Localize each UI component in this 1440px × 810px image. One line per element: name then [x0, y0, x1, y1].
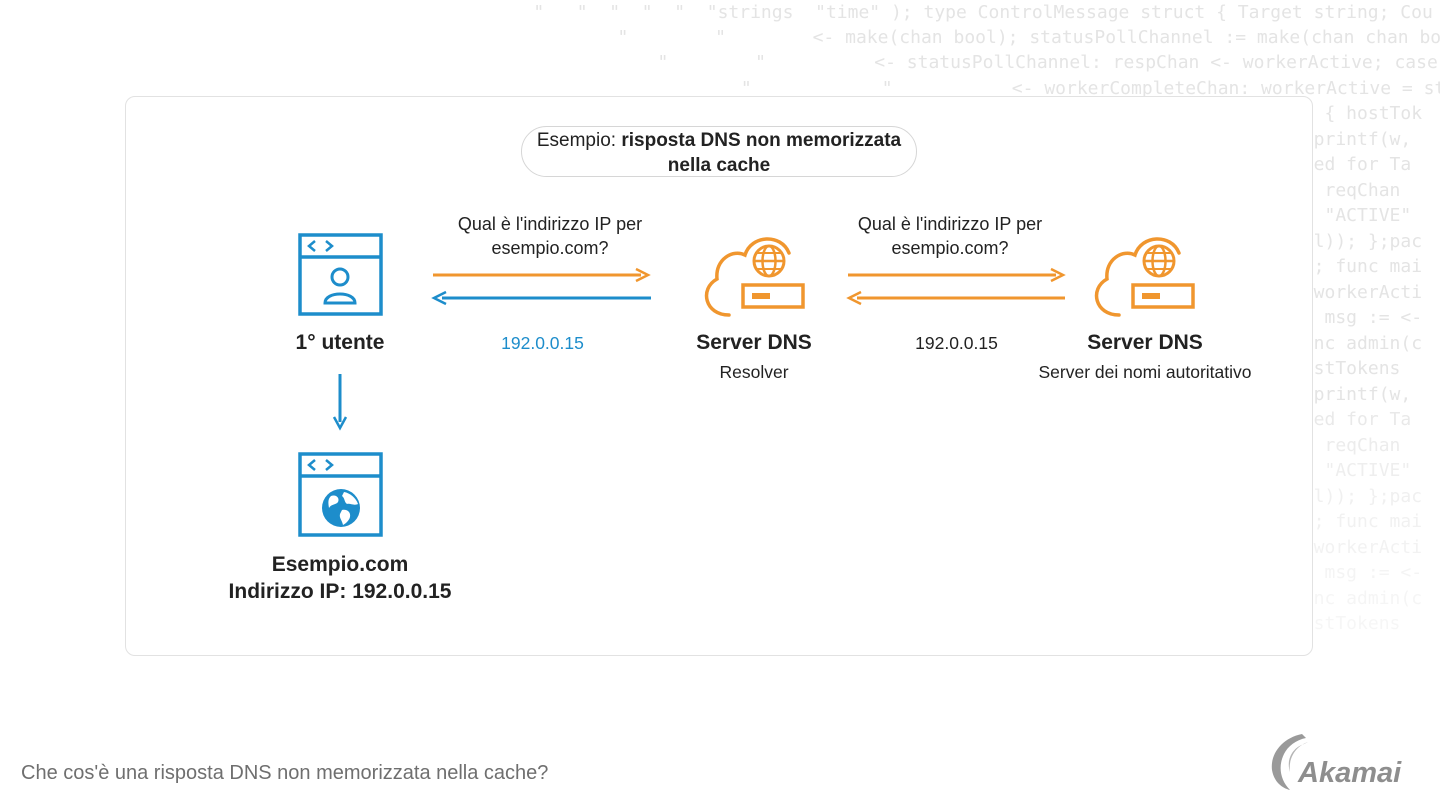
- akamai-logo: Akamai: [1271, 734, 1402, 790]
- title-prefix: Esempio:: [536, 130, 622, 151]
- title-bold: risposta DNS non memorizzata nella cache: [621, 130, 902, 176]
- answer-to-resolver: 192.0.0.15: [915, 333, 998, 353]
- diagram-card: [125, 96, 1313, 656]
- cloud-server-globe-icon: [1094, 237, 1195, 317]
- arrow-resolver-to-authoritative: [848, 267, 1066, 283]
- resolver-subtitle: Resolver: [719, 362, 789, 382]
- cloud-server-globe-icon: [704, 237, 805, 317]
- question-to-resolver: Qual è l'indirizzo IP per esempio.com?: [457, 214, 643, 258]
- resolver-title: Server DNS: [696, 331, 812, 354]
- user-label: 1° utente: [295, 331, 385, 354]
- arrow-authoritative-to-resolver: [846, 290, 1065, 306]
- browser-user-icon: [298, 233, 383, 316]
- diagram-title: Esempio: risposta DNS non memorizzata ne…: [521, 126, 917, 177]
- caption: Che cos'è una risposta DNS non memorizza…: [21, 762, 549, 784]
- arrow-user-to-site: [332, 374, 348, 431]
- arrow-resolver-to-user: [431, 290, 651, 306]
- authoritative-title: Server DNS: [1087, 331, 1203, 354]
- answer-to-user: 192.0.0.15: [501, 333, 584, 353]
- logo-text: Akamai: [1297, 757, 1402, 789]
- question-to-authoritative: Qual è l'indirizzo IP per esempio.com?: [857, 214, 1043, 258]
- site-title: Esempio.com: [271, 553, 409, 576]
- site-ip: Indirizzo IP: 192.0.0.15: [228, 580, 452, 603]
- authoritative-subtitle: Server dei nomi autoritativo: [1038, 362, 1252, 382]
- browser-globe-icon: [298, 452, 383, 537]
- arrow-user-to-resolver: [433, 267, 651, 283]
